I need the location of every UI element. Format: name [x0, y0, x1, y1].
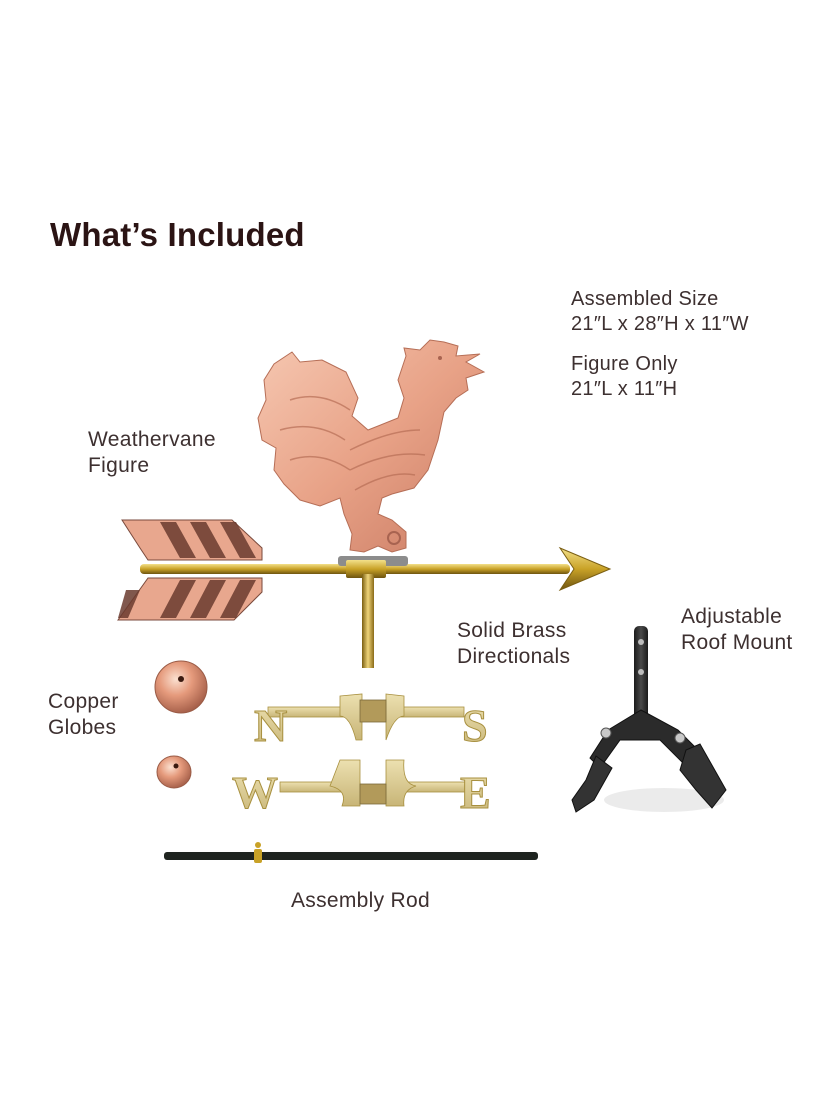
assembled-size-value: 21″L x 28″H x 11″W: [571, 313, 749, 335]
copper-globes-label: Copper Globes: [48, 689, 119, 741]
letter-n: N: [254, 700, 287, 751]
label-line: Roof Mount: [681, 631, 793, 654]
assembled-size-spec: Assembled Size 21″L x 28″H x 11″W: [571, 287, 749, 337]
adjustable-roof-mount-label: Adjustable Roof Mount: [681, 604, 793, 656]
letter-w: W: [232, 767, 278, 818]
copper-globe-icon: [154, 660, 208, 714]
arrow-shaft-icon: [140, 546, 612, 668]
figure-only-spec: Figure Only 21″L x 11″H: [571, 352, 678, 402]
solid-brass-directionals-label: Solid Brass Directionals: [457, 618, 570, 670]
copper-globe-small-icon: [156, 755, 192, 789]
letter-s: S: [462, 700, 488, 751]
arrow-tail-icon: [117, 519, 263, 621]
label-line: Globes: [48, 716, 117, 739]
label-line: Directionals: [457, 645, 571, 668]
rooster-icon: [257, 339, 486, 553]
figure-only-label: Figure Only: [571, 353, 678, 375]
label-line: Copper: [48, 690, 119, 713]
north-south-directional-icon: N S: [254, 693, 488, 752]
west-east-directional-icon: W E: [232, 759, 491, 819]
letter-e: E: [460, 767, 491, 818]
page-title: What’s Included: [50, 216, 305, 253]
label-line: Weathervane: [88, 428, 216, 451]
label-line: Figure: [88, 454, 150, 477]
roof-mount-bracket-icon: [571, 626, 727, 813]
figure-only-value: 21″L x 11″H: [571, 378, 678, 400]
weathervane-figure-label: Weathervane Figure: [88, 427, 216, 479]
label-line: Solid Brass: [457, 619, 567, 642]
assembly-rod-icon: [164, 842, 538, 863]
label-line: Assembly Rod: [291, 889, 430, 912]
label-line: Adjustable: [681, 605, 783, 628]
assembly-rod-label: Assembly Rod: [291, 888, 430, 914]
assembled-size-label: Assembled Size: [571, 288, 719, 310]
